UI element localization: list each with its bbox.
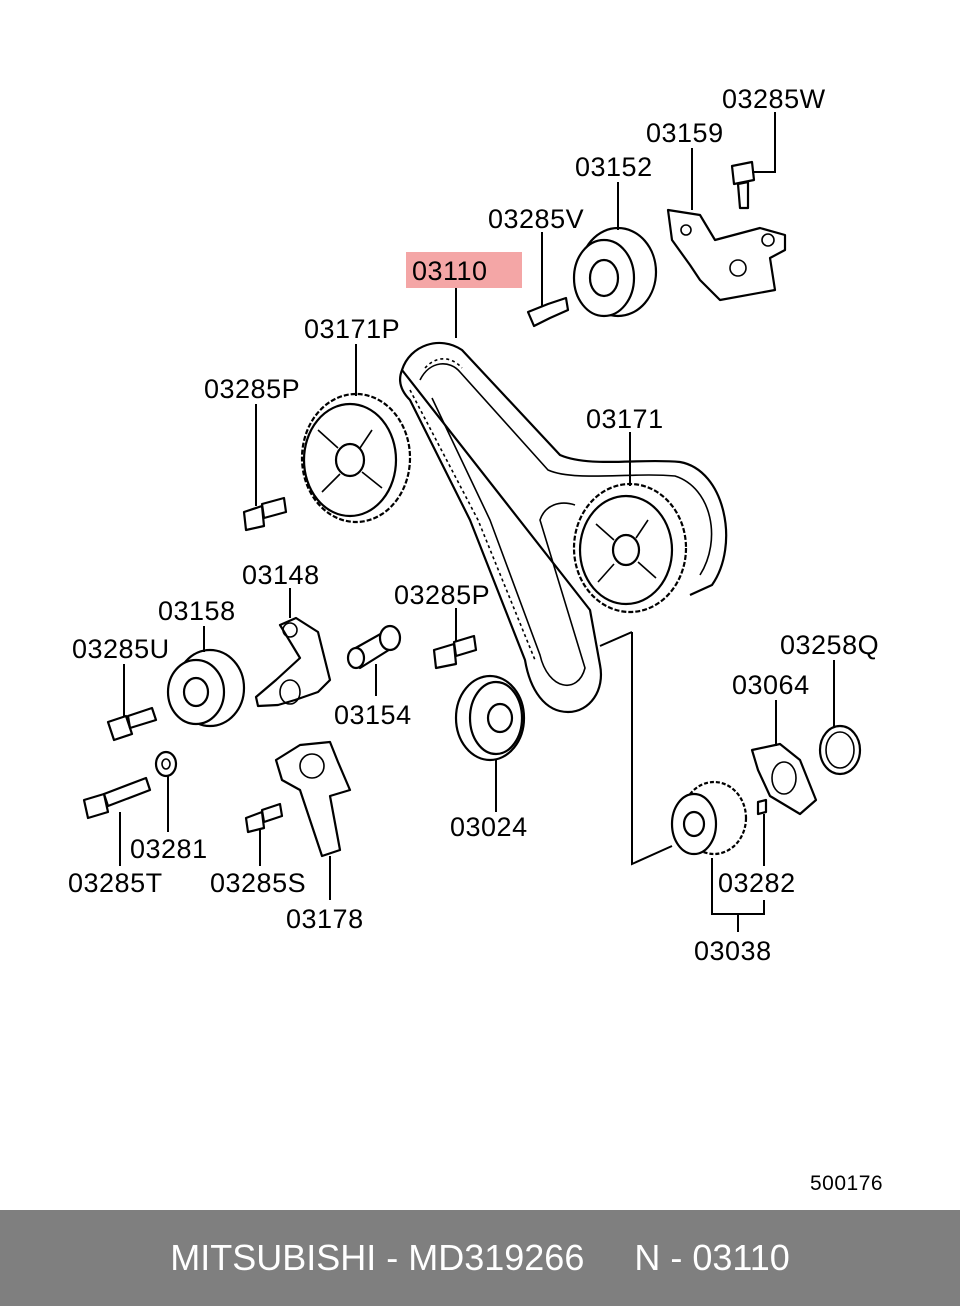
spacer-03154 xyxy=(346,624,402,670)
leader-lines xyxy=(119,112,835,932)
label-03159: 03159 xyxy=(646,118,724,148)
label-03282: 03282 xyxy=(718,868,796,898)
label-03064: 03064 xyxy=(732,670,810,700)
footer-bar: MITSUBISHI - MD319266 N - 03110 xyxy=(0,1210,960,1306)
bolt-03285t xyxy=(82,776,152,820)
tensioner-arm xyxy=(254,616,332,708)
label-03152: 03152 xyxy=(575,152,653,182)
seal-03258q xyxy=(818,724,862,776)
bolt-03285w xyxy=(730,160,756,210)
reference-number: 500176 xyxy=(810,1172,883,1195)
highlight-box xyxy=(406,252,522,288)
part-info-text: MITSUBISHI - MD319266 N - 03110 xyxy=(170,1237,790,1278)
label-03285V: 03285V xyxy=(488,204,584,234)
label-03171: 03171 xyxy=(586,404,664,434)
label-03110: 03110 xyxy=(412,256,488,286)
label-03154: 03154 xyxy=(334,700,412,730)
tensioner-pulley xyxy=(166,648,246,728)
label-03171P: 03171P xyxy=(304,314,400,344)
label-03038: 03038 xyxy=(694,936,772,966)
bolt-03285v xyxy=(526,296,570,328)
parts-diagram: 03285W 03159 03152 03285V 03110 03171P 0… xyxy=(68,84,883,1195)
label-03024: 03024 xyxy=(450,812,528,842)
flange-03024 xyxy=(454,674,526,762)
bolt-03285s xyxy=(244,802,284,834)
label-03158: 03158 xyxy=(158,596,236,626)
bolt-03285u xyxy=(106,706,158,742)
label-03281: 03281 xyxy=(130,834,208,864)
bracket-top xyxy=(666,208,787,302)
label-03285W: 03285W xyxy=(722,84,826,114)
label-03285S: 03285S xyxy=(210,868,306,898)
bolt-03285p-top xyxy=(242,496,288,532)
guide-plate-03064 xyxy=(750,742,818,816)
crank-sprocket xyxy=(670,780,748,856)
tensioner-rod xyxy=(274,740,352,858)
washer-03281 xyxy=(154,750,178,778)
label-03178: 03178 xyxy=(286,904,364,934)
key-03282 xyxy=(756,798,768,816)
idler-pulley-top xyxy=(572,226,658,318)
cam-sprocket-right xyxy=(572,482,688,614)
bolt-03285p-mid xyxy=(432,634,478,670)
cam-sprocket-left xyxy=(300,392,412,524)
label-03258Q: 03258Q xyxy=(780,630,879,660)
label-03285P-mid: 03285P xyxy=(394,580,490,610)
label-03148: 03148 xyxy=(242,560,320,590)
label-03285T: 03285T xyxy=(68,868,163,898)
label-03285U: 03285U xyxy=(72,634,170,664)
label-03285P-top: 03285P xyxy=(204,374,300,404)
